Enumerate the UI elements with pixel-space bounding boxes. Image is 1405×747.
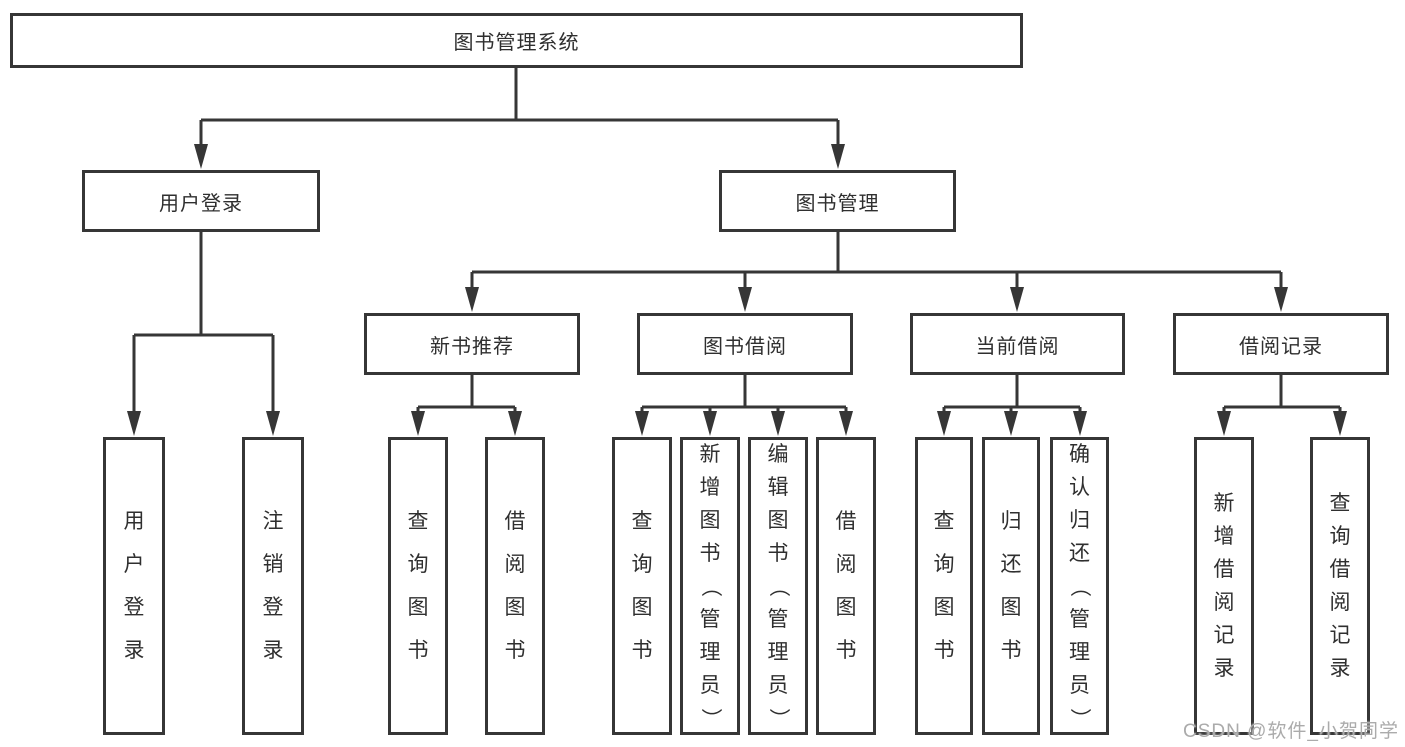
leaf-label: 查询图书 <box>407 510 429 662</box>
node-label: 图书管理系统 <box>453 32 580 54</box>
node-label: 图书借阅 <box>703 335 787 358</box>
leaf-user-login: 用户登录 <box>103 437 165 735</box>
leaf-label: 归还图书 <box>1000 510 1022 662</box>
leaf-borrow-edit-books-admin: 编辑图书（管理员） <box>748 437 808 735</box>
node-book-borrowing: 图书借阅 <box>637 313 853 375</box>
leaf-record-query-borrow-record: 查询借阅记录 <box>1310 437 1370 735</box>
node-current-borrowing: 当前借阅 <box>910 313 1125 375</box>
node-label: 用户登录 <box>159 192 243 215</box>
leaf-label: 查询图书 <box>933 510 955 662</box>
leaf-current-confirm-return-admin: 确认归还（管理员） <box>1050 437 1109 735</box>
leaf-label: 注销登录 <box>262 510 284 662</box>
leaf-label: 查询图书 <box>631 510 653 662</box>
leaf-logout: 注销登录 <box>242 437 304 735</box>
node-book-management: 图书管理 <box>719 170 956 232</box>
leaf-label: 编辑图书（管理员） <box>766 442 790 729</box>
node-label: 借阅记录 <box>1239 335 1323 358</box>
csdn-watermark: CSDN @软件_小贺同学 <box>1183 721 1399 742</box>
node-label: 新书推荐 <box>430 335 514 358</box>
leaf-label: 新增图书（管理员） <box>698 442 722 729</box>
node-label: 图书管理 <box>795 192 880 215</box>
leaf-label: 确认归还（管理员） <box>1068 442 1091 729</box>
leaf-borrow-query-books: 查询图书 <box>612 437 672 735</box>
leaf-record-add-borrow-record: 新增借阅记录 <box>1194 437 1254 735</box>
node-borrow-records: 借阅记录 <box>1173 313 1389 375</box>
leaf-newbook-query-books: 查询图书 <box>388 437 448 735</box>
leaf-label: 查询借阅记录 <box>1329 492 1351 680</box>
node-label: 当前借阅 <box>975 335 1060 358</box>
leaf-label: 借阅图书 <box>504 510 526 662</box>
leaf-label: 用户登录 <box>123 510 145 662</box>
leaf-borrow-add-books-admin: 新增图书（管理员） <box>680 437 740 735</box>
leaf-borrow-borrow-books: 借阅图书 <box>816 437 876 735</box>
node-new-book-recommend: 新书推荐 <box>364 313 580 375</box>
leaf-current-query-books: 查询图书 <box>915 437 973 735</box>
leaf-newbook-borrow-books: 借阅图书 <box>485 437 545 735</box>
leaf-current-return-books: 归还图书 <box>982 437 1040 735</box>
node-root-library-system: 图书管理系统 <box>10 13 1023 68</box>
node-user-login: 用户登录 <box>82 170 320 232</box>
leaf-label: 借阅图书 <box>835 510 857 662</box>
leaf-label: 新增借阅记录 <box>1213 492 1235 680</box>
